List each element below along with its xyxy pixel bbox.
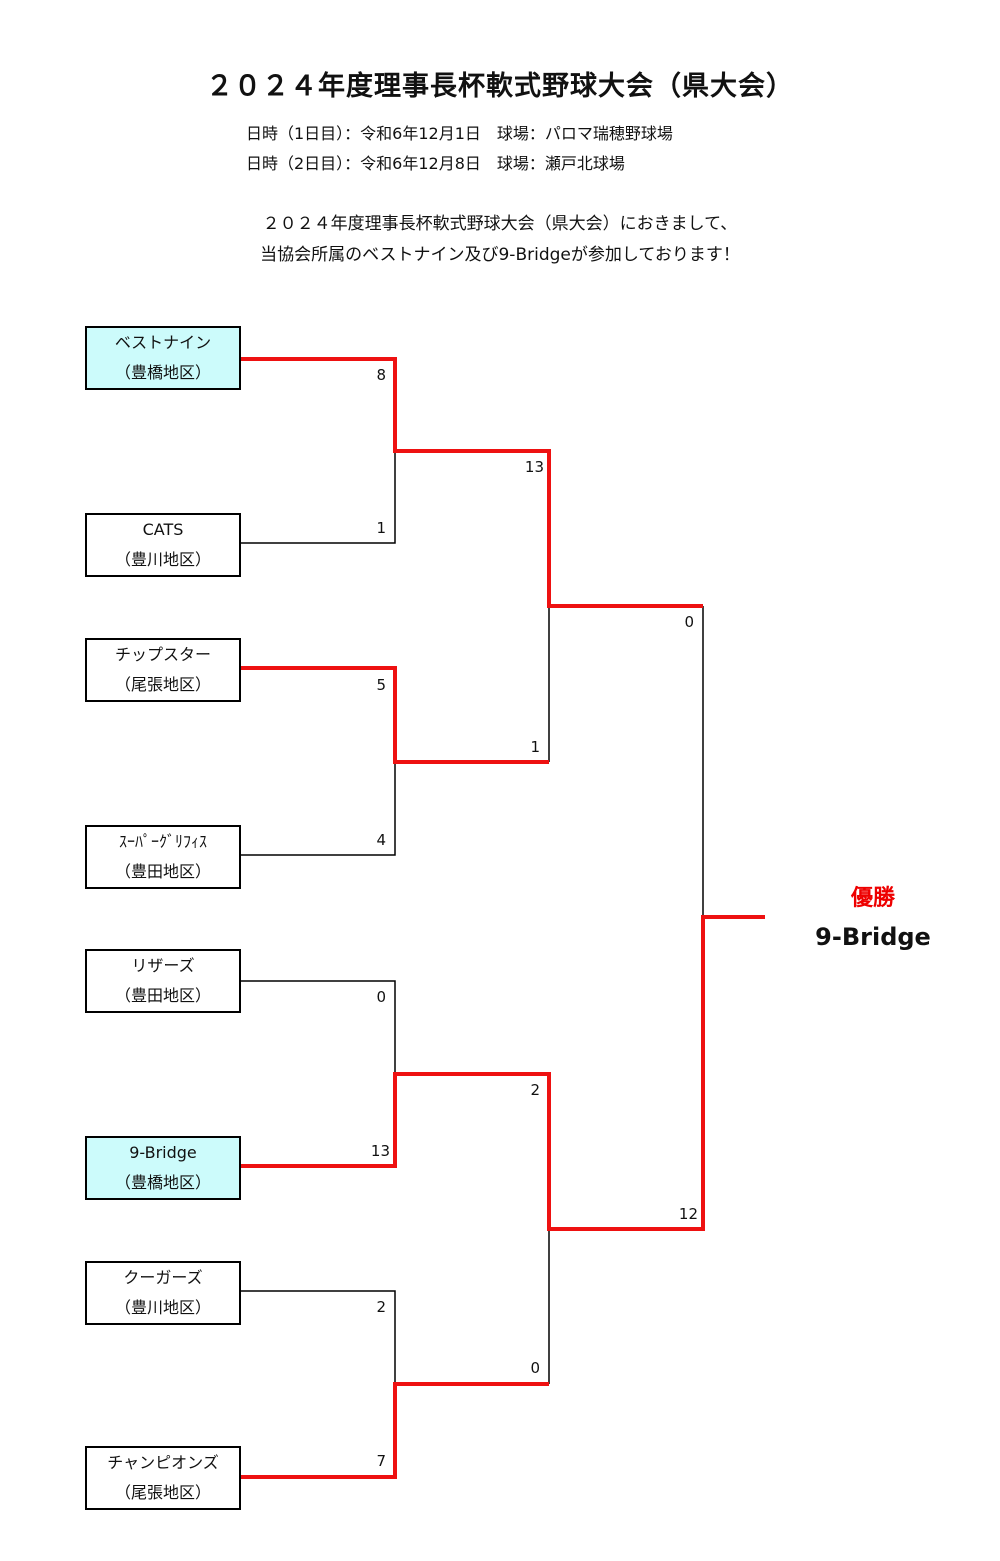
team-name: チャンピオンズ [107,1453,219,1472]
score-r1: 8 [376,366,386,384]
team-box-9bridge: 9-Bridge （豊橋地区） [85,1136,241,1200]
line-super-griffis [240,762,396,856]
team-name: ｽｰﾊﾟｰｸﾞﾘﾌｨｽ [118,832,207,851]
team-name: CATS [142,520,184,539]
team-district: （豊橋地区） [114,363,211,382]
page-title: ２０２４年度理事長杯軟式野球大会（県大会） [206,71,794,102]
team-box-super-griffis: ｽｰﾊﾟｰｸﾞﾘﾌｨｽ （豊田地区） [85,825,241,889]
score-r2: 1 [530,738,540,756]
win-line-champions [240,1382,549,1479]
team-box-chipstar: チップスター （尾張地区） [85,638,241,702]
score-r2: 0 [530,1359,540,1377]
team-box-lizards: リザーズ （豊田地区） [85,949,241,1013]
team-box-champions: チャンピオンズ （尾張地区） [85,1446,241,1510]
team-box-cougars: クーガーズ （豊川地区） [85,1261,241,1325]
champion-label: 優勝 [850,886,895,911]
score-final: 0 [684,613,694,631]
schedule-day1: 日時（1日目）：令和6年12月1日 球場：パロマ瑞穂野球場 [246,124,673,143]
win-line-bestnine [240,357,703,608]
team-district: （尾張地区） [114,1483,211,1502]
team-name: 9-Bridge [129,1143,197,1162]
score-r2: 13 [524,458,544,476]
team-district: （豊川地区） [114,1298,211,1317]
score-r1: 4 [376,831,386,849]
score-r1: 2 [376,1298,386,1316]
score-r1: 0 [376,988,386,1006]
score-r2: 2 [530,1081,540,1099]
line-cougars [240,1290,396,1384]
score-r1: 1 [376,519,386,537]
message-line-2: 当協会所属のベストナイン及び9-Bridgeが参加しております！ [260,245,740,265]
team-name: リザーズ [131,956,195,975]
line-lizards [240,980,396,1074]
win-line-9bridge [240,915,765,1231]
team-box-cats: CATS （豊川地区） [85,513,241,577]
score-r1: 5 [376,676,386,694]
team-district: （豊橋地区） [114,1173,211,1192]
score-final: 12 [678,1205,698,1223]
score-r1: 7 [376,1452,386,1470]
team-district: （豊田地区） [114,862,211,881]
champion-name: 9-Bridge [815,923,931,951]
team-name: ベストナイン [114,333,212,352]
score-r1: 13 [370,1142,390,1160]
win-line-chipstar [240,666,549,764]
team-district: （尾張地区） [114,675,211,694]
team-box-bestnine: ベストナイン （豊橋地区） [85,326,241,390]
team-district: （豊田地区） [114,986,211,1005]
line-cats [240,451,396,544]
schedule-day2: 日時（2日目）：令和6年12月8日 球場：瀬戸北球場 [246,154,625,173]
message-line-1: ２０２４年度理事長杯軟式野球大会（県大会）におきまして、 [262,214,738,234]
team-district: （豊川地区） [114,550,211,569]
team-name: チップスター [114,645,211,664]
team-name: クーガーズ [123,1268,203,1287]
